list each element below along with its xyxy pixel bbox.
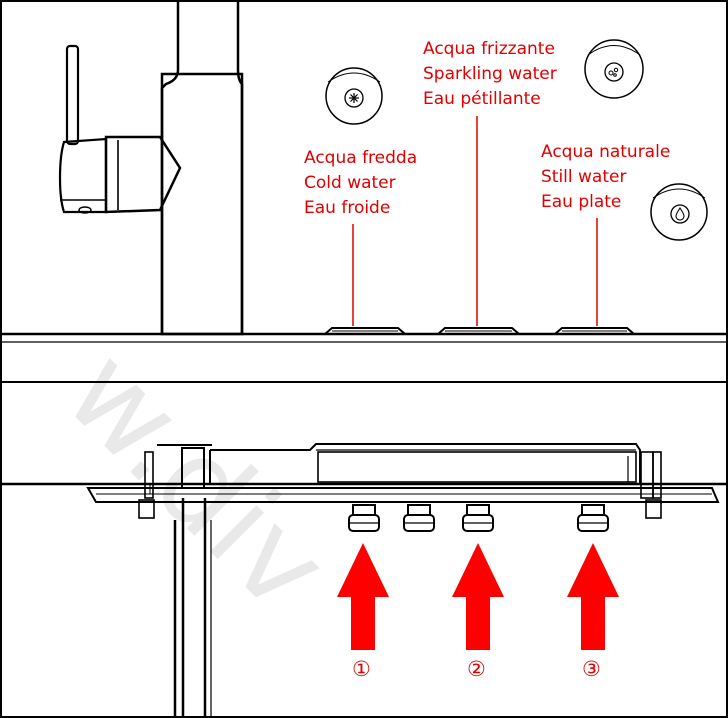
tap-buttons bbox=[324, 327, 635, 335]
arrow-1 bbox=[337, 543, 389, 650]
under-counter-view: ① ② ③ bbox=[0, 443, 728, 718]
cold-label-it: Acqua fredda bbox=[304, 148, 417, 168]
bubbles-icon bbox=[608, 67, 619, 77]
fitting-extra bbox=[403, 504, 435, 532]
still-label-it: Acqua naturale bbox=[541, 142, 670, 162]
sparkling-label-it: Acqua frizzante bbox=[423, 39, 555, 59]
sparkling-button-icon bbox=[584, 39, 644, 99]
fitting-3 bbox=[577, 504, 609, 532]
water-drop-icon bbox=[675, 207, 685, 221]
countertop-view: Acqua fredda Cold water Eau froide Acqua… bbox=[0, 0, 728, 383]
mounting-rail bbox=[86, 487, 720, 503]
faucet-shank bbox=[157, 444, 212, 718]
fitting-1 bbox=[348, 504, 380, 532]
connector-number-3: ③ bbox=[582, 657, 601, 681]
cold-label-fr: Eau froide bbox=[304, 198, 390, 218]
cold-water-label: Acqua fredda Cold water Eau froide bbox=[304, 148, 417, 218]
cold-button-icon bbox=[325, 67, 383, 125]
sparkling-water-label: Acqua frizzante Sparkling water Eau péti… bbox=[423, 39, 557, 109]
arrow-3 bbox=[567, 543, 619, 650]
still-label-fr: Eau plate bbox=[541, 192, 621, 212]
cold-label-en: Cold water bbox=[304, 173, 396, 193]
snowflake-icon bbox=[349, 93, 359, 103]
still-button-icon bbox=[650, 183, 708, 241]
connector-fittings bbox=[348, 504, 609, 532]
still-label-en: Still water bbox=[541, 167, 626, 187]
connection-arrows bbox=[337, 543, 619, 650]
fitting-2 bbox=[462, 504, 494, 532]
sparkling-label-en: Sparkling water bbox=[423, 64, 557, 84]
connector-number-1: ① bbox=[352, 657, 371, 681]
watermark: w.div bbox=[39, 323, 354, 638]
faucet bbox=[58, 0, 244, 336]
connector-number-2: ② bbox=[467, 657, 486, 681]
arrow-2 bbox=[452, 543, 504, 650]
sparkling-label-fr: Eau pétillante bbox=[423, 89, 541, 109]
still-water-label: Acqua naturale Still water Eau plate bbox=[541, 142, 670, 212]
